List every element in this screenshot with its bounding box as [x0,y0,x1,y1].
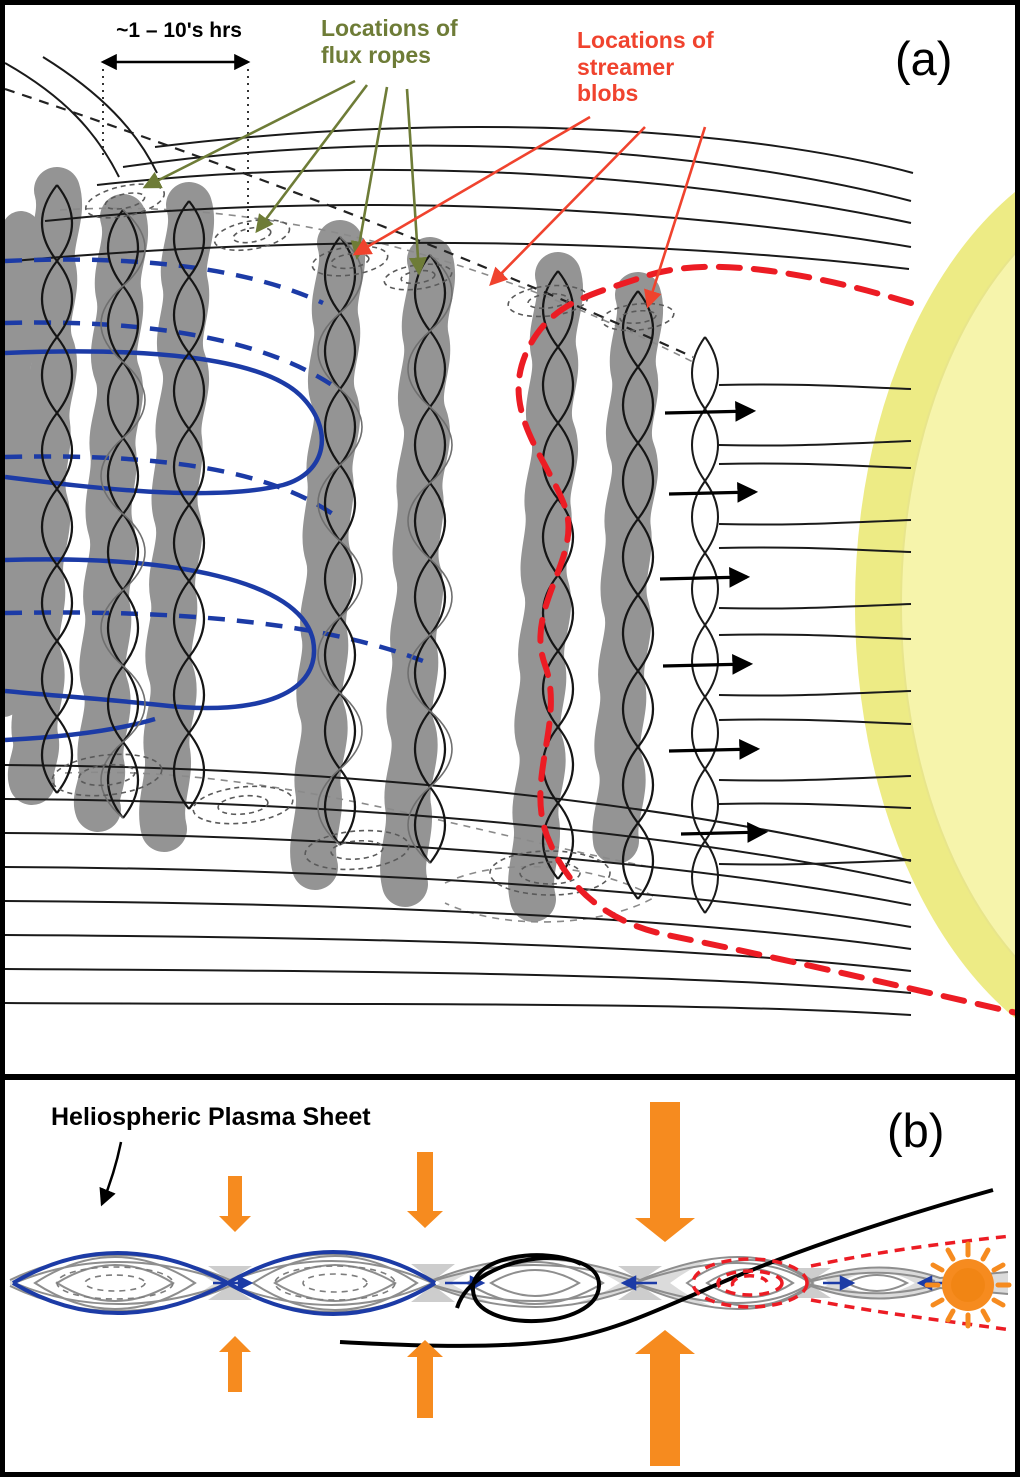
timescale-label: ~1 – 10's hrs [116,19,242,42]
sun-corona [855,192,1015,1018]
flux-ropes-annotation-arrows [142,79,428,276]
orange-up-arrow-icon [407,1340,443,1418]
streamer-blob-red-dashed-path [515,263,1015,1016]
sun-icon [924,1241,1012,1329]
red-streamer-blob [691,1234,1012,1332]
top-field-lines [5,56,914,270]
bottom-field-lines [5,764,912,1016]
flux-ropes-label: Locations of flux ropes [321,15,458,68]
orange-up-arrow-icon [635,1330,695,1466]
orange-down-arrow-icon [219,1176,251,1232]
outflow-arrows [659,401,769,843]
interior-dashed-contours [56,1265,396,1301]
timescale-annotation [100,53,251,237]
panel-b-tag: (b) [887,1104,945,1157]
heliospheric-plasma-sheet-label: Heliospheric Plasma Sheet [51,1103,371,1131]
panel-a-diagram [5,53,1015,1018]
orange-down-arrow-icon [407,1152,443,1228]
open-field-line [339,1188,994,1348]
orange-up-arrow-icon [219,1336,251,1392]
streamer-blobs-label: Locations of streamer blobs [577,27,714,107]
compression-arrows [219,1102,695,1466]
black-flux-rope-loop [455,1253,602,1324]
panel-a-tag: (a) [895,32,953,85]
panel-divider [5,1074,1015,1080]
right-streamer-field-lines [691,336,912,914]
orange-down-arrow-icon [635,1102,695,1242]
panel-b-diagram [9,1102,1012,1466]
gray-plasma-bands [5,167,664,922]
streamer-blobs-annotation-arrows [352,115,707,309]
plasma-sheet-pointer-arrow [99,1141,123,1207]
